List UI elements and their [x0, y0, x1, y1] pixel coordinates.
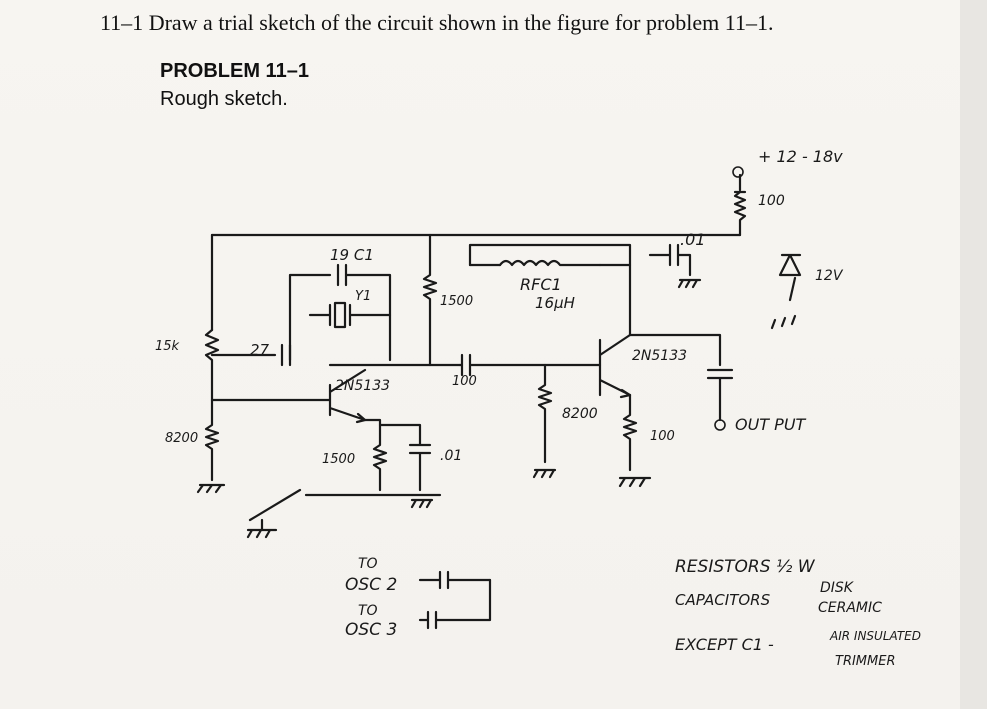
label-r-emitter1: 1500 [322, 452, 355, 467]
t1-grounds [304, 493, 442, 509]
problem-number: 11–1 [100, 10, 144, 35]
crystal-y1 [308, 301, 392, 329]
bypass-ground [677, 278, 702, 289]
rfc-coil [498, 259, 602, 267]
supply-resistor [733, 190, 747, 237]
label-c1: 19 C1 [330, 246, 374, 264]
problem-text: Draw a trial sketch of the circuit shown… [148, 10, 774, 35]
supply-terminal [732, 166, 744, 178]
label-r-base-top: 15k [155, 339, 180, 354]
label-r-collector1: 1500 [440, 294, 473, 309]
label-to-osc3: TO [358, 603, 378, 619]
mid-ground [532, 468, 557, 479]
zener-ground [770, 314, 797, 330]
c1-network [288, 263, 392, 362]
t2-emitter [622, 393, 638, 472]
label-osc2: OSC 2 [345, 575, 397, 595]
note-capacitors: CAPACITORS [675, 591, 771, 609]
output-terminal [714, 419, 726, 431]
r-1500-top [422, 233, 438, 367]
label-rfc: RFC1 [520, 275, 562, 294]
rfc-lead [468, 263, 632, 337]
label-crystal: Y1 [355, 289, 371, 304]
transistor1 [210, 368, 367, 424]
page-edge [960, 0, 987, 709]
label-r-emitter2: 100 [650, 429, 675, 444]
note-except: EXCEPT C1 - [675, 635, 774, 654]
label-bypass: .01 [680, 230, 705, 249]
label-emitter-cap: .01 [440, 448, 462, 464]
note-trimmer: TRIMMER [835, 654, 896, 669]
t1-emitter [363, 418, 388, 492]
label-transistor2: 2N5133 [632, 348, 687, 364]
problem-subheading: Rough sketch. [160, 88, 288, 110]
t1-emitter-cap [378, 423, 432, 492]
zener-symbol [778, 253, 802, 302]
label-supply: + 12 - 18v [758, 147, 843, 166]
note-air: AIR INSULATED [829, 629, 921, 643]
label-coupling-cap: 100 [452, 374, 477, 389]
transistor2 [598, 333, 632, 399]
problem-statement: 11–1 Draw a trial sketch of the circuit … [100, 10, 773, 36]
label-zener: 12V [815, 268, 844, 284]
r-8200-left [204, 398, 220, 482]
label-r-bias2: 8200 [562, 406, 598, 422]
r-15k [204, 328, 220, 402]
label-to-osc2: TO [358, 556, 378, 572]
osc3-lead [418, 578, 492, 630]
rfc-rail [468, 243, 632, 267]
feedback-cap [210, 343, 292, 367]
label-output: OUT PUT [735, 415, 807, 434]
note-resistors: RESISTORS ½ W [675, 557, 816, 577]
bypass-cap [648, 243, 692, 277]
t2-emitter-ground [618, 476, 652, 488]
note-disk: DISK [820, 580, 855, 596]
label-feedback-cap: 27 [250, 341, 270, 359]
label-r-supply: 100 [758, 193, 785, 209]
note-ceramic: CERAMIC [818, 600, 882, 616]
coupling-cap [458, 353, 602, 377]
osc2-lead [418, 570, 492, 590]
r-8200-mid [537, 363, 553, 464]
label-transistor1: 2N5133 [335, 378, 390, 394]
left-ground [196, 483, 226, 494]
label-osc3: OSC 3 [345, 620, 397, 640]
label-r-base-bottom: 8200 [165, 431, 198, 446]
output-line [628, 333, 734, 422]
problem-heading: PROBLEM 11–1 [160, 60, 309, 82]
switch [246, 488, 302, 539]
label-rfc-value: 16µH [535, 294, 575, 312]
